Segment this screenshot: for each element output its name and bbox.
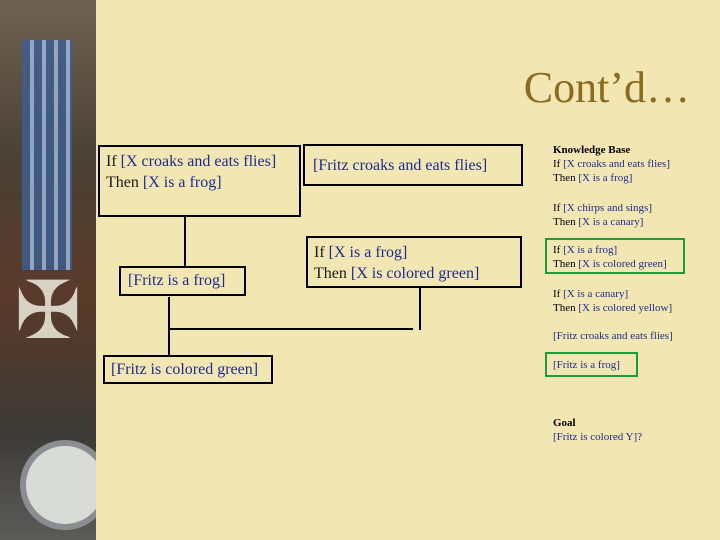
ribbon-image xyxy=(22,40,72,270)
kb-fact-frog: [Fritz is a frog] xyxy=(553,359,620,371)
kb-rule-then: Then xyxy=(553,302,579,314)
fact-fritz-croaks-box: [Fritz croaks and eats flies] xyxy=(303,144,523,186)
kb-rule-cond: [X is a frog] xyxy=(563,244,618,256)
kb-rule-then: Then xyxy=(553,216,579,228)
kb-rule-concl: [X is a canary] xyxy=(578,216,644,228)
rule-if: If xyxy=(314,244,329,261)
connector-horizontal xyxy=(168,328,413,330)
kb-rule-if: If xyxy=(553,288,564,300)
compass-icon xyxy=(20,440,96,530)
kb-rule-if: If xyxy=(553,244,564,256)
rule-condition: [X croaks and eats flies] xyxy=(120,153,277,170)
kb-rule-then: Then xyxy=(553,172,579,184)
rule-condition: [X is a frog] xyxy=(328,244,408,261)
connector-right-down xyxy=(419,288,421,330)
kb-heading: Knowledge Base xyxy=(553,144,631,156)
kb-rule-cond: [X chirps and sings] xyxy=(563,202,652,214)
kb-rule-canary: If [X chirps and sings] Then [X is a can… xyxy=(553,201,652,229)
kb-rule-green: If [X is a frog] Then [X is colored gree… xyxy=(553,243,667,271)
fact-fritz-frog-box: [Fritz is a frog] xyxy=(119,266,246,296)
rule-then: Then xyxy=(106,174,143,191)
kb-rule-cond: [X is a canary] xyxy=(563,288,629,300)
kb-rule-cond: [X croaks and eats flies] xyxy=(563,158,670,170)
kb-heading-block: Knowledge Base If [X croaks and eats fli… xyxy=(553,143,670,185)
decorative-sidebar-image: ✠ xyxy=(0,0,96,540)
goal-value: [Fritz is colored Y]? xyxy=(553,431,643,443)
kb-rule-then: Then xyxy=(553,258,579,270)
connector-rule-down xyxy=(184,216,186,268)
fact-fritz-green: [Fritz is colored green] xyxy=(111,361,259,378)
connector-fact-down xyxy=(168,297,170,357)
kb-rule-concl: [X is a frog] xyxy=(578,172,633,184)
kb-rule-if: If xyxy=(553,202,564,214)
kb-rule-concl: [X is colored green] xyxy=(578,258,667,270)
rule-frog-box: If [X croaks and eats flies] Then [X is … xyxy=(98,145,301,217)
goal-heading: Goal xyxy=(553,417,576,429)
rule-green-box: If [X is a frog] Then [X is colored gree… xyxy=(306,236,522,288)
rule-if: If xyxy=(106,153,121,170)
fact-fritz-green-box: [Fritz is colored green] xyxy=(103,355,273,384)
cross-medal-icon: ✠ xyxy=(14,268,82,356)
kb-highlight-green-rule xyxy=(545,238,685,274)
kb-fact-croaks: [Fritz croaks and eats flies] xyxy=(553,330,673,342)
kb-highlight-frog-fact xyxy=(545,352,638,377)
kb-rule-if: If xyxy=(553,158,564,170)
fact-fritz-croaks: [Fritz croaks and eats flies] xyxy=(313,157,488,174)
fact-fritz-frog: [Fritz is a frog] xyxy=(128,272,226,289)
kb-rule-concl: [X is colored yellow] xyxy=(578,302,673,314)
rule-conclusion: [X is a frog] xyxy=(142,174,222,191)
slide-title: Cont’d… xyxy=(523,63,690,112)
goal-block: Goal [Fritz is colored Y]? xyxy=(553,416,642,444)
rule-conclusion: [X is colored green] xyxy=(350,265,480,282)
rule-then: Then xyxy=(314,265,351,282)
kb-rule-yellow: If [X is a canary] Then [X is colored ye… xyxy=(553,287,672,315)
